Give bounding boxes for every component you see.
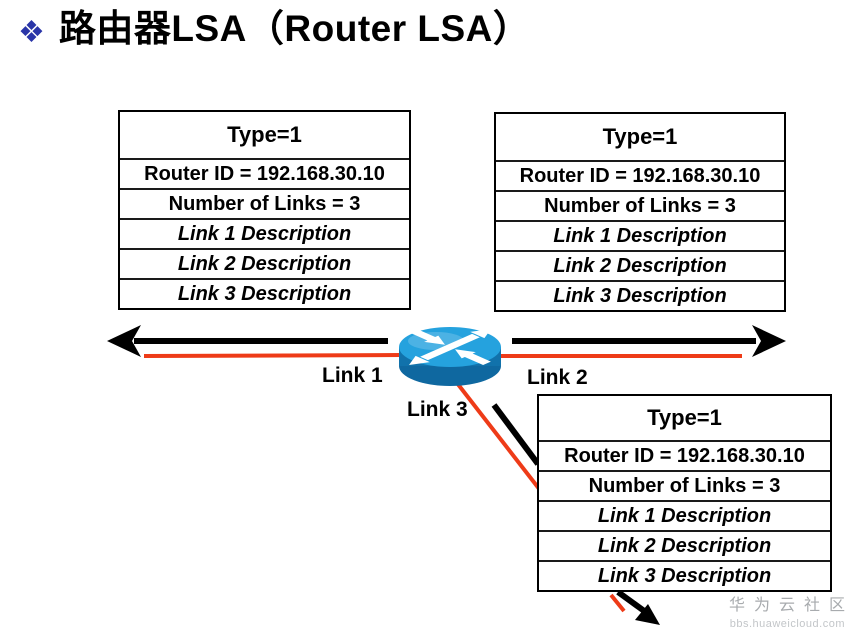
- lsa-table-right: Type=1 Router ID = 192.168.30.10 Number …: [494, 112, 786, 312]
- link2-arrowhead-icon: [752, 325, 786, 357]
- lsa-link2-desc-row: Link 2 Description: [496, 250, 784, 280]
- link1-label: Link 1: [322, 364, 383, 387]
- link3-arrow-line-lower: [616, 589, 649, 616]
- lsa-router-id-row: Router ID = 192.168.30.10: [120, 158, 409, 188]
- lsa-link1-desc-row: Link 1 Description: [496, 220, 784, 250]
- watermark-site-url: bbs.huaweicloud.com: [729, 617, 845, 630]
- link1-arrowhead-icon: [107, 325, 141, 357]
- link2-label: Link 2: [527, 366, 588, 389]
- link3-red-wire-lower: [609, 593, 626, 613]
- link3-label: Link 3: [407, 398, 468, 421]
- lsa-type-row: Type=1: [602, 124, 678, 149]
- title-row: ❖ 路由器LSA（Router LSA）: [18, 6, 530, 52]
- watermark-community-name: 华为云社区: [728, 596, 849, 614]
- lsa-num-links-row: Number of Links = 3: [539, 470, 830, 500]
- lsa-type-row: Type=1: [227, 122, 302, 147]
- lsa-link3-desc-row: Link 3 Description: [120, 278, 409, 308]
- lsa-table-bottom: Type=1 Router ID = 192.168.30.10 Number …: [537, 394, 832, 592]
- link3-red-wire: [455, 381, 542, 492]
- lsa-link3-desc-row: Link 3 Description: [496, 280, 784, 310]
- lsa-router-id-row: Router ID = 192.168.30.10: [496, 160, 784, 190]
- lsa-num-links-row: Number of Links = 3: [496, 190, 784, 220]
- lsa-table-left: Type=1 Router ID = 192.168.30.10 Number …: [118, 110, 411, 310]
- link1-red-wire: [143, 353, 402, 358]
- link3-arrow-line-upper: [491, 403, 541, 466]
- page-title: 路由器LSA（Router LSA）: [58, 8, 531, 49]
- lsa-link2-desc-row: Link 2 Description: [539, 530, 830, 560]
- lsa-link2-desc-row: Link 2 Description: [120, 248, 409, 278]
- lsa-link1-desc-row: Link 1 Description: [539, 500, 830, 530]
- watermark: 华为云社区 bbs.huaweicloud.com: [729, 596, 845, 631]
- lsa-router-id-row: Router ID = 192.168.30.10: [539, 440, 830, 470]
- lsa-link3-desc-row: Link 3 Description: [539, 560, 830, 590]
- lsa-num-links-row: Number of Links = 3: [120, 188, 409, 218]
- lsa-link1-desc-row: Link 1 Description: [120, 218, 409, 248]
- cisco-router-icon: [399, 327, 501, 386]
- diamond-bullet-icon: ❖: [18, 16, 45, 49]
- lsa-type-row: Type=1: [647, 405, 722, 430]
- link3-arrowhead-icon: [635, 604, 660, 625]
